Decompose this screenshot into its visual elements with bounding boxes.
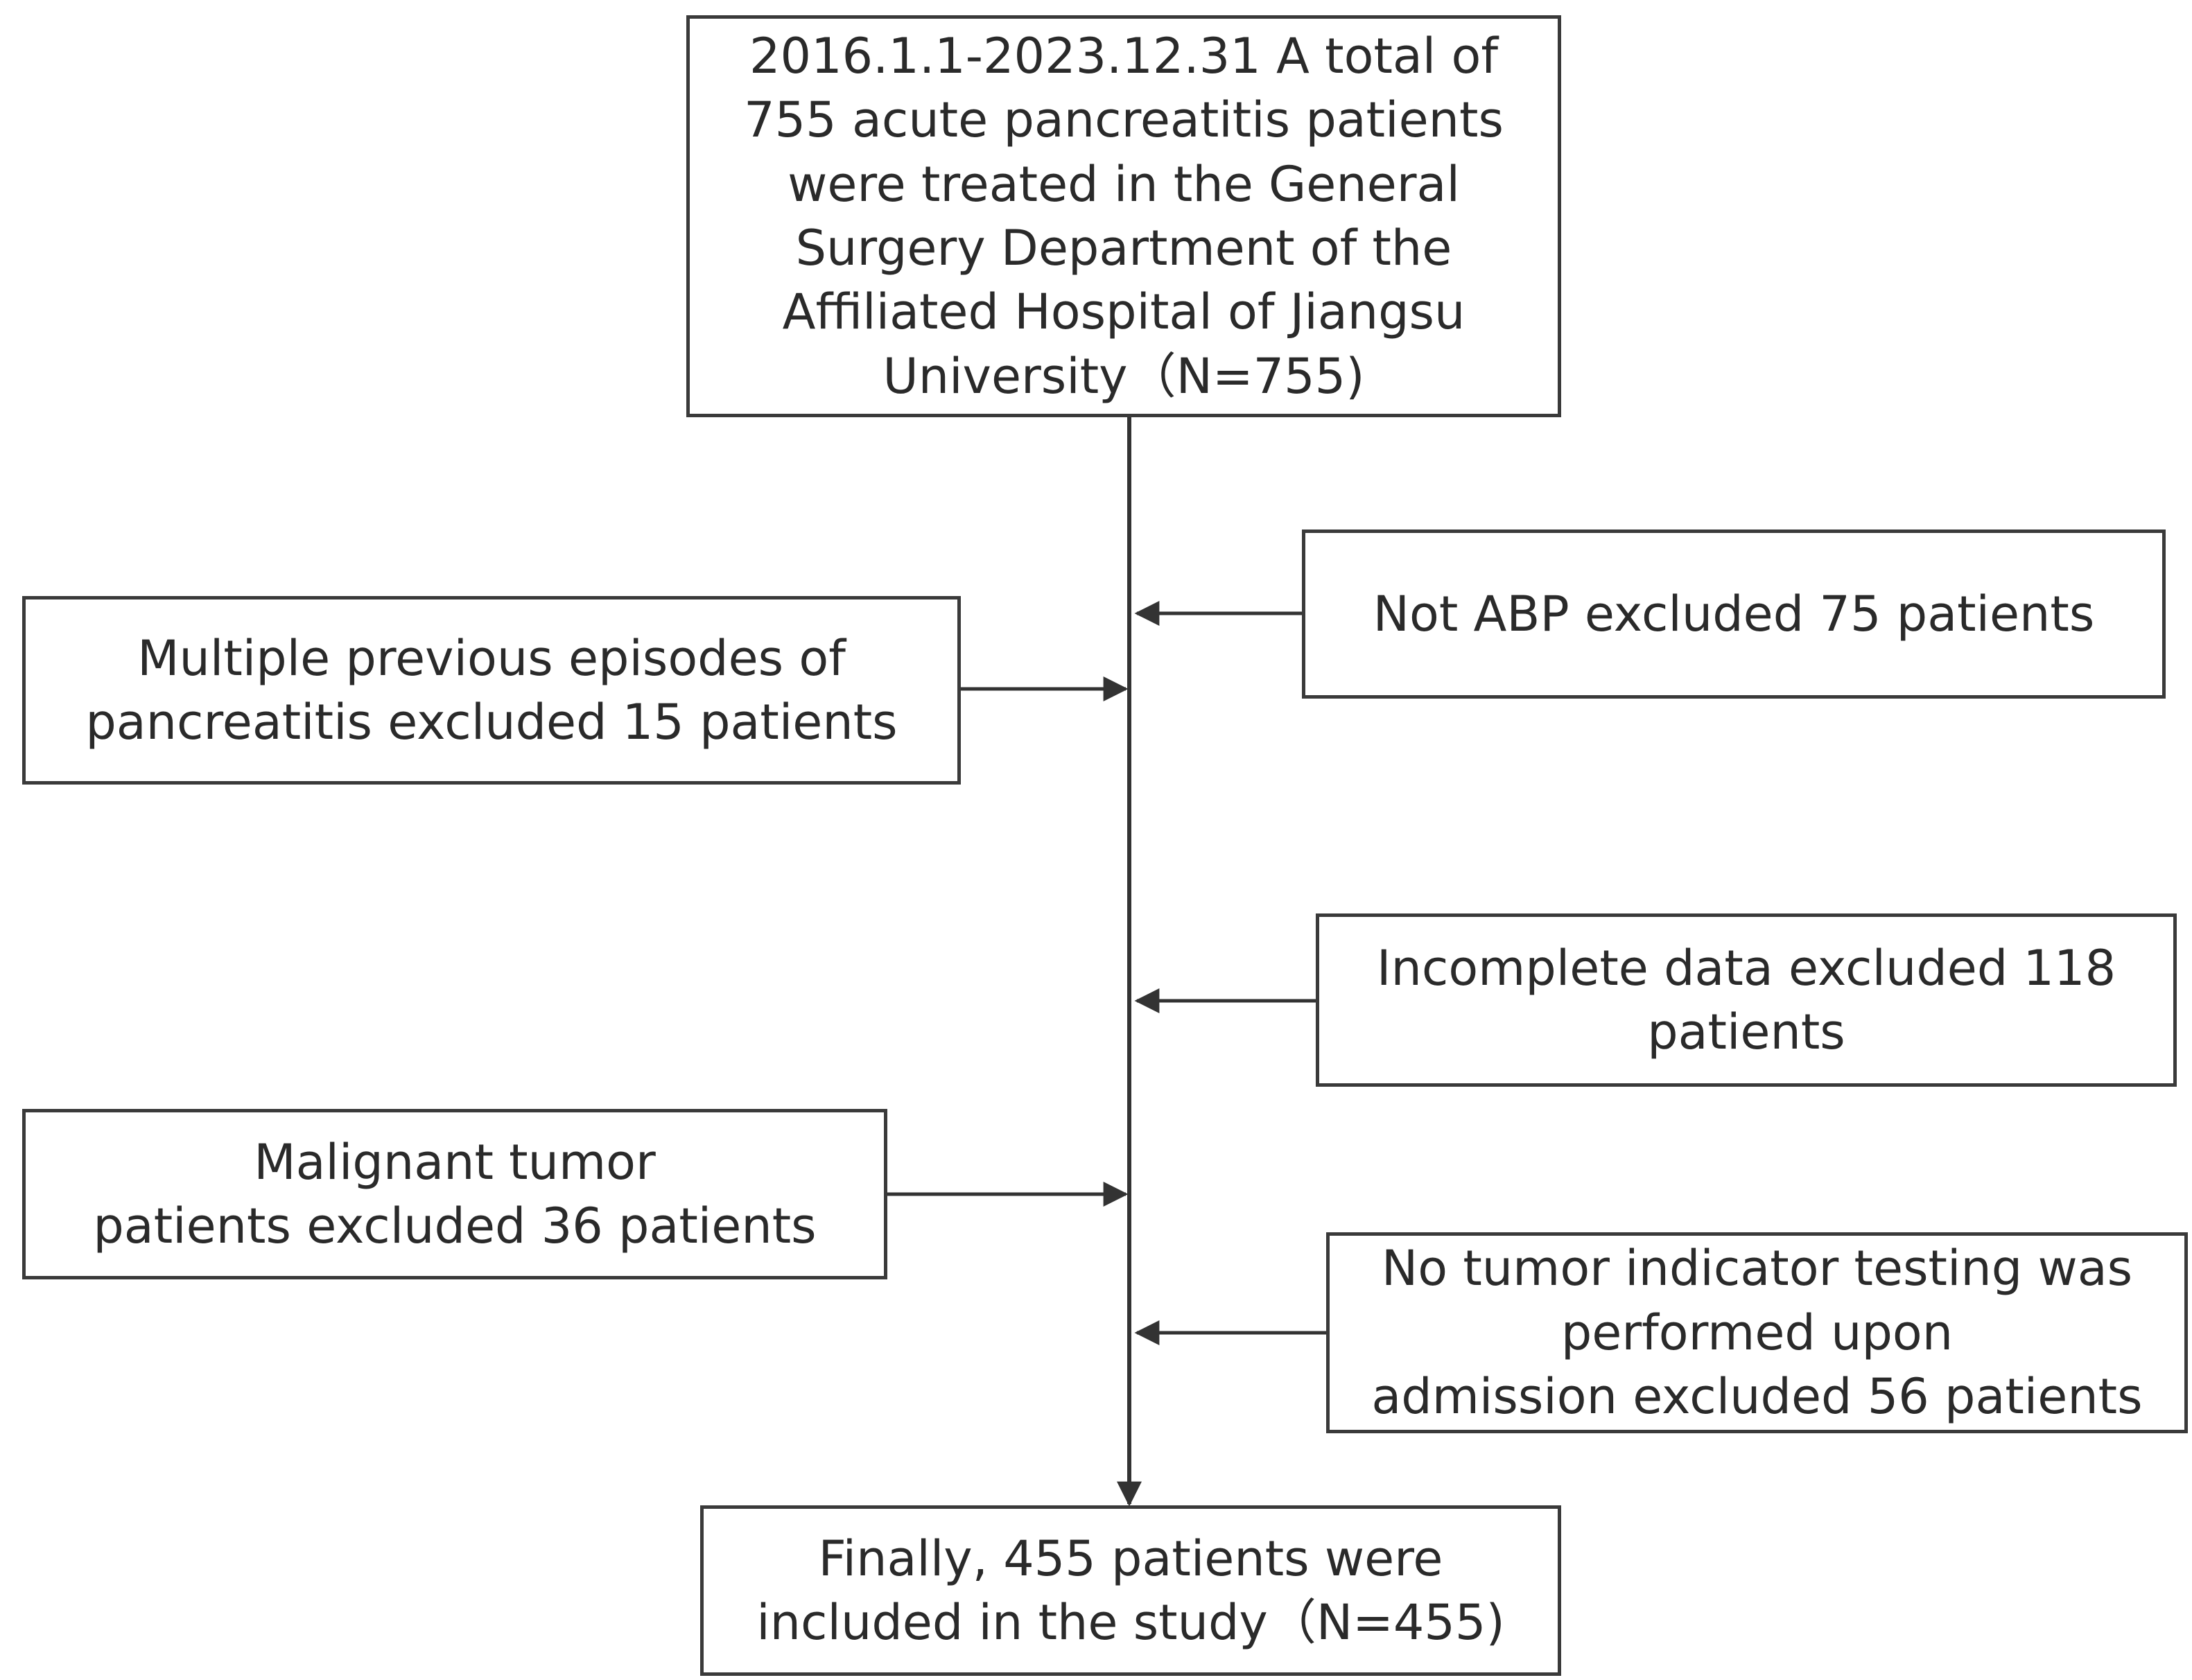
start-box: 2016.1.1-2023.12.31 A total of 755 acute… — [686, 15, 1561, 417]
exclusion-incomplete-data-text: Incomplete data excluded 118 patients — [1376, 939, 2116, 1060]
exclusion-box-not-abp: Not ABP excluded 75 patients — [1302, 530, 2166, 699]
final-text: Finally, 455 patients were included in t… — [756, 1530, 1505, 1651]
exclusion-no-tumor-indicator-text: No tumor indicator testing was performed… — [1371, 1240, 2143, 1426]
exclusion-box-multiple-episodes: Multiple previous episodes of pancreatit… — [22, 596, 961, 785]
exclusion-box-no-tumor-indicator: No tumor indicator testing was performed… — [1326, 1232, 2188, 1433]
exclusion-not-abp-text: Not ABP excluded 75 patients — [1373, 585, 2095, 642]
exclusion-box-malignant-tumor: Malignant tumor patients excluded 36 pat… — [22, 1109, 887, 1279]
exclusion-box-incomplete-data: Incomplete data excluded 118 patients — [1316, 913, 2177, 1087]
exclusion-multiple-episodes-text: Multiple previous episodes of pancreatit… — [85, 629, 898, 751]
exclusion-malignant-tumor-text: Malignant tumor patients excluded 36 pat… — [93, 1133, 817, 1254]
final-box: Finally, 455 patients were included in t… — [700, 1505, 1561, 1676]
start-text: 2016.1.1-2023.12.31 A total of 755 acute… — [744, 27, 1504, 405]
